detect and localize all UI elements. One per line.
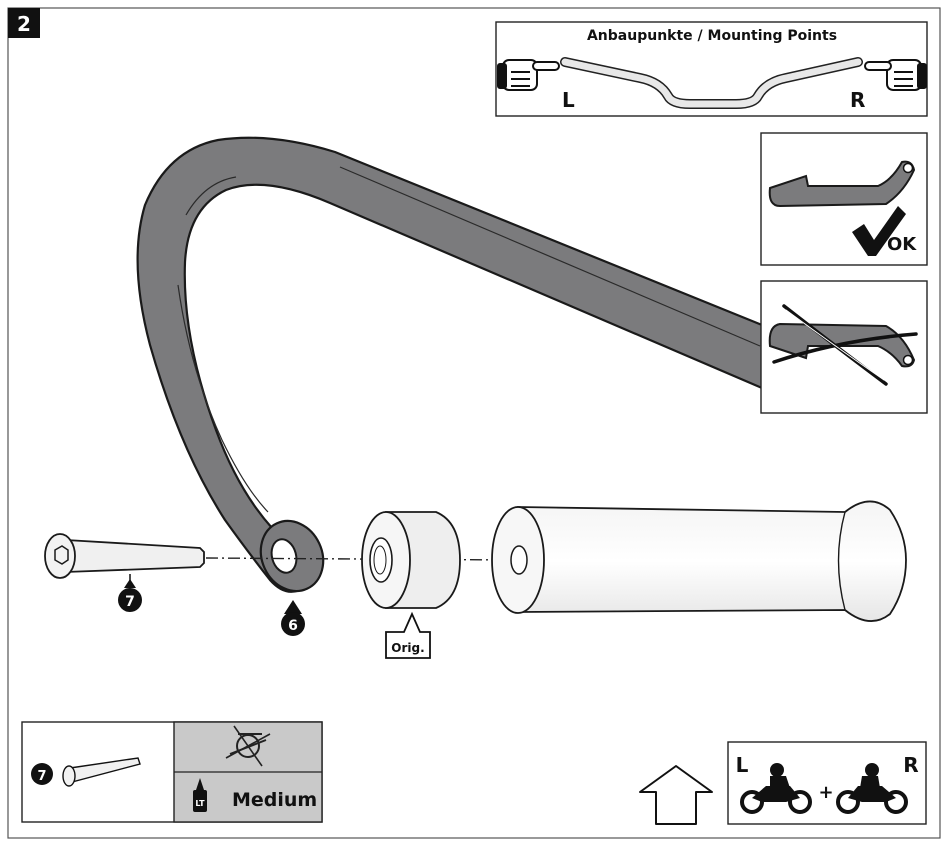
callout-guard-number: 6 [288, 618, 298, 634]
mounting-left-label: L [562, 88, 575, 112]
both-sides-panel: L R + [727, 741, 927, 825]
hand-guard-part [136, 136, 764, 593]
legend-part-number: 7 [37, 769, 46, 784]
legend-bolt-icon [62, 757, 141, 787]
right-pointing-hand-icon [864, 59, 927, 91]
bottle-label: LT [195, 799, 205, 808]
hex-socket-icon [54, 545, 69, 565]
mounting-right-label: R [850, 88, 865, 112]
mounting-points-title: Anbaupunkte / Mounting Points [587, 28, 837, 44]
checkmark-icon [852, 206, 906, 256]
side-right-label: R [903, 753, 918, 777]
threadlock-label: Medium [232, 789, 317, 811]
guard-correct-icon [768, 160, 916, 208]
original-spacer-tag: Orig. [385, 611, 431, 659]
plus-sign: + [818, 782, 833, 803]
spacer-tag-text: Orig. [391, 641, 424, 655]
riding-direction-arrow-icon [639, 765, 713, 825]
side-left-label: L [736, 753, 749, 777]
step-badge: 2 [8, 8, 40, 38]
cross-out-icon [772, 304, 918, 386]
page-frame [7, 7, 941, 839]
ok-label: OK [887, 234, 917, 255]
original-spacer-part [361, 511, 461, 609]
bolt-part [44, 533, 205, 579]
callout-guard: 6 [281, 600, 305, 636]
orientation-wrong-panel [760, 280, 928, 414]
orientation-ok-panel: OK [760, 132, 928, 266]
grip-end-hole [510, 545, 528, 575]
threadlock-bottle-icon: LT [193, 778, 207, 812]
mounting-points-panel: Anbaupunkte / Mounting Points L R [495, 21, 928, 117]
alignment-axis [205, 557, 511, 561]
left-pointing-hand-icon [497, 59, 560, 91]
motorcycle-left-icon [740, 763, 812, 814]
callout-bolt-number: 7 [125, 594, 135, 610]
step-number: 2 [17, 12, 31, 36]
handlebar-grip-part [491, 500, 907, 622]
motorcycle-right-icon [836, 763, 908, 814]
no-torque-icon [225, 725, 271, 767]
callout-bolt: 7 [118, 574, 142, 612]
threadlock-legend: 7 LT Medium [21, 721, 323, 823]
